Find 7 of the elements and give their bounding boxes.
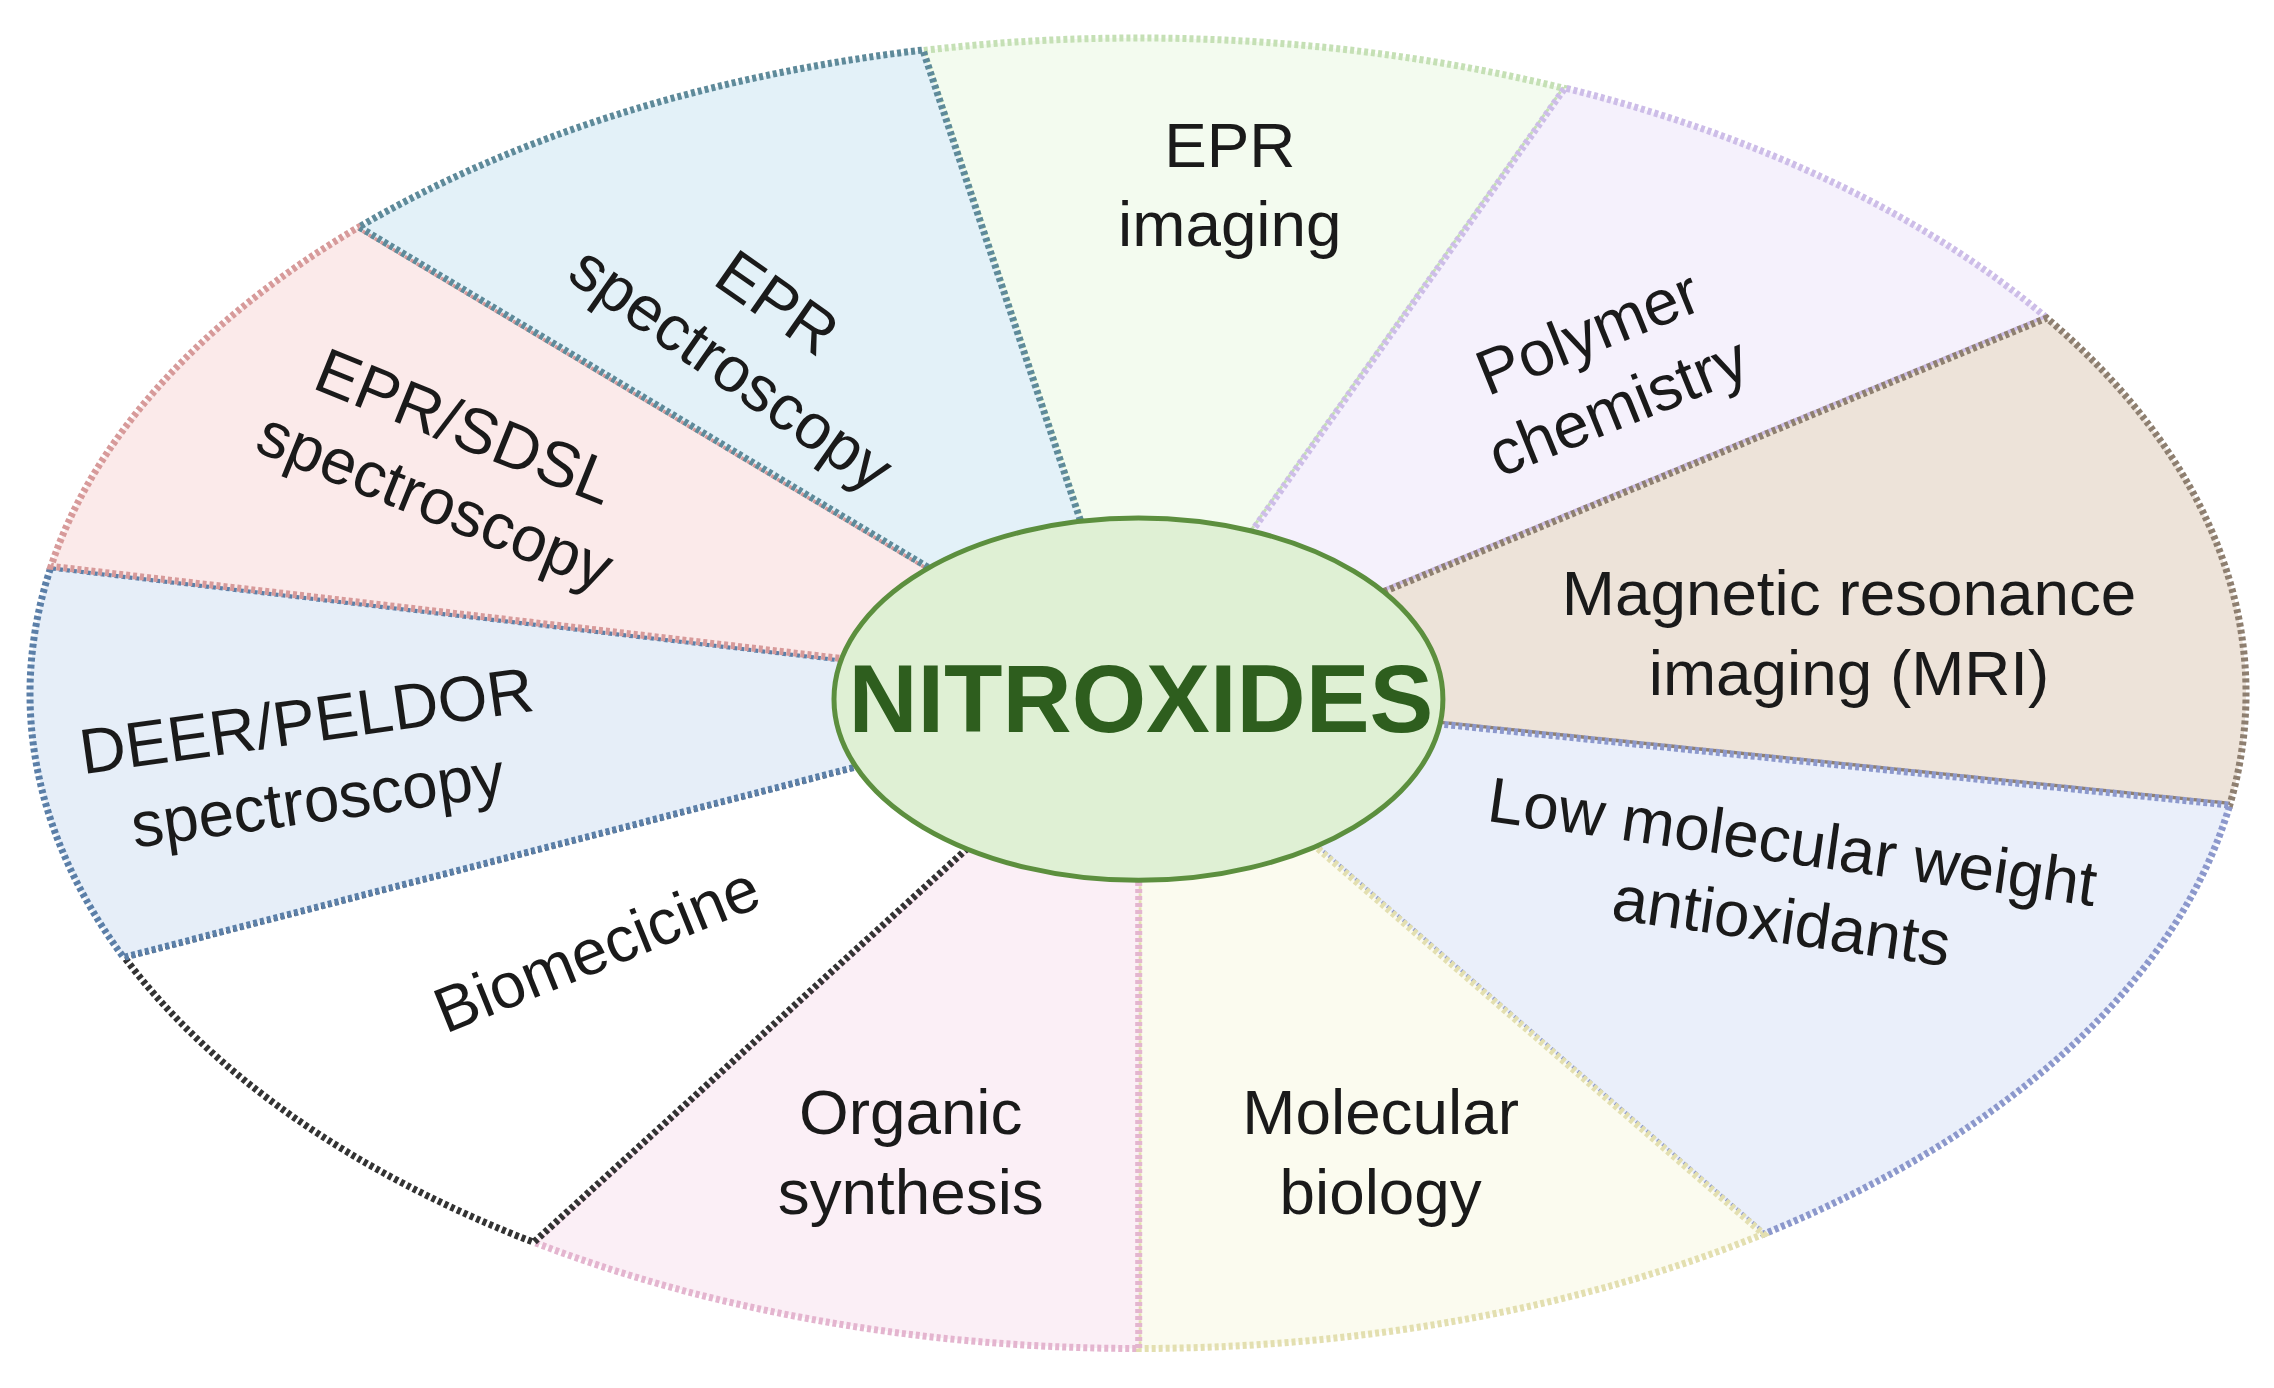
- segment-label: Molecular biology: [1241, 1075, 1520, 1230]
- segment-label: DEER/PELDOR spectroscopy: [73, 652, 539, 864]
- segment-label: EPR imaging: [1117, 107, 1343, 263]
- segment-label: Organic synthesis: [776, 1075, 1045, 1230]
- center-title: NITROXIDES: [848, 644, 1429, 755]
- segment-label: Low molecular weight antioxidants: [1482, 762, 2103, 982]
- segment-label: Magnetic resonance imaging (MRI): [1560, 555, 2138, 711]
